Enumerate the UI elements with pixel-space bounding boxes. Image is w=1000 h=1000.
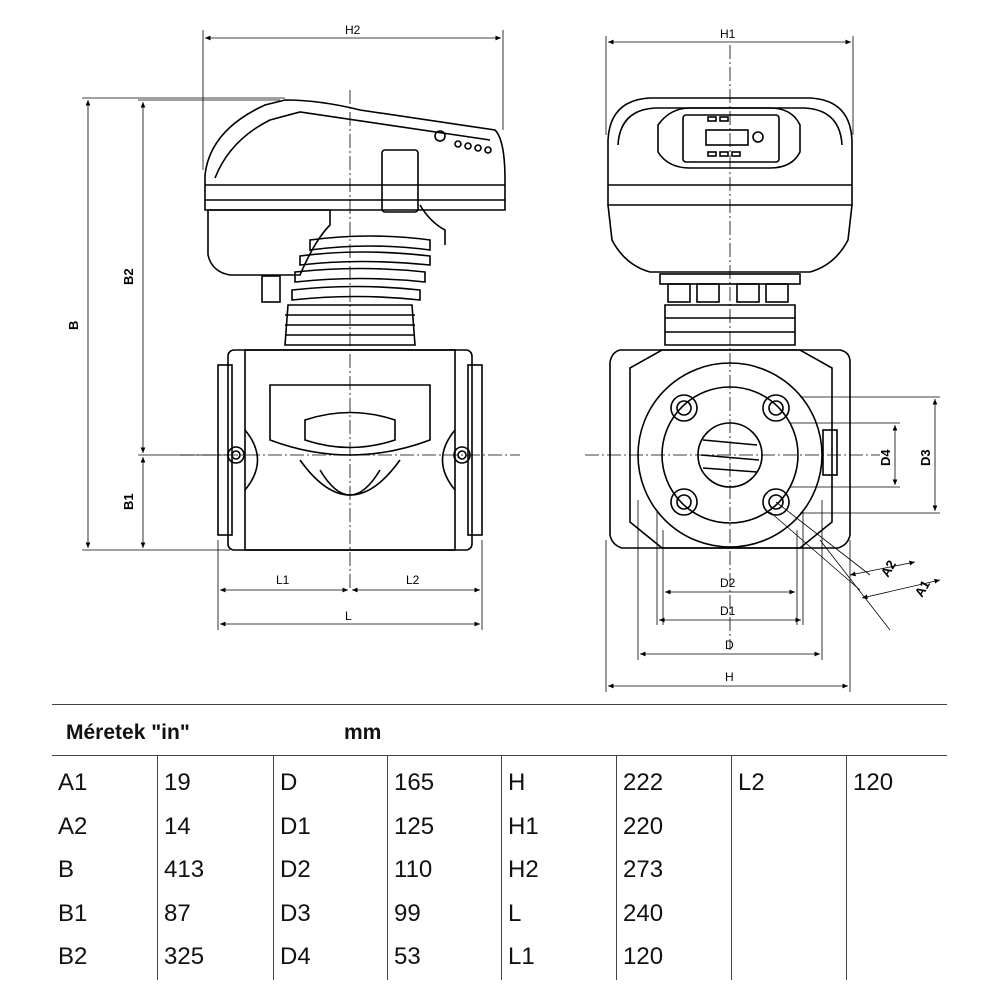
table-cell: D — [280, 769, 298, 796]
table-column: 222 220 273 240 120 — [616, 756, 731, 980]
table-cell: 99 — [394, 899, 421, 927]
table-cell: H1 — [508, 812, 539, 840]
dim-label-l: L — [345, 609, 352, 623]
table-cell: 14 — [164, 812, 191, 840]
dim-label-b1: B1 — [121, 493, 136, 510]
table-cell: 120 — [623, 943, 664, 971]
dim-label-h: H — [725, 670, 734, 684]
dim-label-b2: B2 — [121, 268, 136, 285]
dim-label-h2: H2 — [345, 23, 361, 37]
table-cell: D3 — [280, 899, 311, 927]
table-title: Méretek "in" — [66, 721, 190, 744]
dim-label-a1: A1 — [912, 578, 933, 600]
table-cell: A1 — [58, 769, 88, 796]
table-unit: mm — [344, 721, 382, 744]
table-cell: L1 — [508, 943, 535, 971]
table-cell: 87 — [164, 899, 191, 927]
table-cell: D1 — [280, 812, 311, 840]
table-cell: 110 — [394, 856, 433, 884]
table-cell: H2 — [508, 856, 539, 884]
table-header: Méretek "in" mm — [52, 704, 947, 756]
table-cell: 220 — [623, 812, 664, 840]
table-cell: 125 — [394, 812, 435, 840]
dim-label-a2: A2 — [878, 558, 899, 580]
dim-label-h1: H1 — [720, 27, 736, 41]
table-cell: D2 — [280, 856, 311, 884]
table-cell: L2 — [738, 769, 765, 796]
table-column: L2 — [731, 756, 846, 980]
table-cell: B — [58, 856, 75, 884]
table-column: 19 14 413 87 325 — [157, 756, 273, 980]
table-cell: 165 — [394, 769, 435, 796]
table-column: 120 — [846, 756, 947, 980]
table-cell: 53 — [394, 943, 421, 971]
table-cell: L — [508, 899, 522, 927]
dim-label-b: B — [66, 321, 81, 330]
dim-label-d3: D3 — [918, 449, 933, 466]
side-view — [204, 99, 506, 551]
dim-label-l1: L1 — [276, 573, 290, 587]
table-cell: H — [508, 769, 526, 796]
dim-label-l2: L2 — [406, 573, 420, 587]
table-cell: 325 — [164, 943, 205, 971]
table-cell: D4 — [280, 943, 311, 971]
pump-technical-drawing: H2 H1 B B2 B1 L1 L2 L D2 D1 D H D4 D3 A2… — [66, 23, 941, 692]
table-cell: 120 — [853, 769, 894, 796]
table-cell: 222 — [623, 769, 664, 796]
table-cell: A2 — [58, 812, 88, 840]
table-cell: 19 — [164, 769, 191, 796]
table-cell: 240 — [623, 899, 664, 927]
table-cell: B2 — [58, 943, 88, 971]
dim-label-d2: D2 — [720, 576, 736, 590]
table-cell: B1 — [58, 899, 88, 927]
dim-label-d: D — [725, 638, 734, 652]
table-cell: 413 — [164, 856, 205, 884]
dim-label-d1: D1 — [720, 604, 736, 618]
dim-label-d4: D4 — [878, 449, 893, 466]
table-column: 165 125 110 99 53 — [387, 756, 501, 980]
table-cell: 273 — [623, 856, 664, 884]
